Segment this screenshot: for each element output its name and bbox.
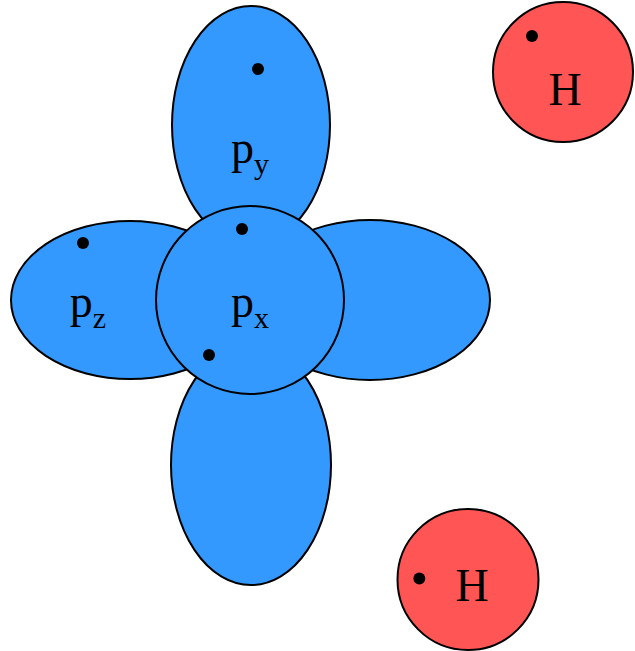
symbol: p (231, 125, 254, 171)
hydrogen-atom: H (492, 1, 634, 143)
orbital-label: H (548, 67, 581, 113)
electron-dot (413, 573, 425, 585)
symbol: p (231, 279, 254, 325)
symbol: p (70, 279, 93, 325)
orbital-label: pz (70, 279, 106, 325)
symbol: H (455, 563, 488, 609)
subscript: y (254, 149, 269, 179)
symbol: H (548, 67, 581, 113)
electron-dot (252, 63, 264, 75)
outline (156, 206, 344, 394)
subscript: x (254, 303, 269, 333)
electron-dot (526, 30, 538, 42)
outline (397, 509, 538, 650)
outline (493, 2, 633, 142)
orbital-label: px (231, 279, 269, 325)
electron-dot (77, 237, 89, 249)
subscript: z (93, 303, 106, 333)
hydrogen-atom: H (396, 508, 540, 651)
orbital-circle: px (155, 205, 345, 395)
orbital-label: py (231, 125, 269, 171)
orbital-label: H (455, 563, 488, 609)
electron-dot (203, 349, 215, 361)
electron-dot (236, 223, 248, 235)
